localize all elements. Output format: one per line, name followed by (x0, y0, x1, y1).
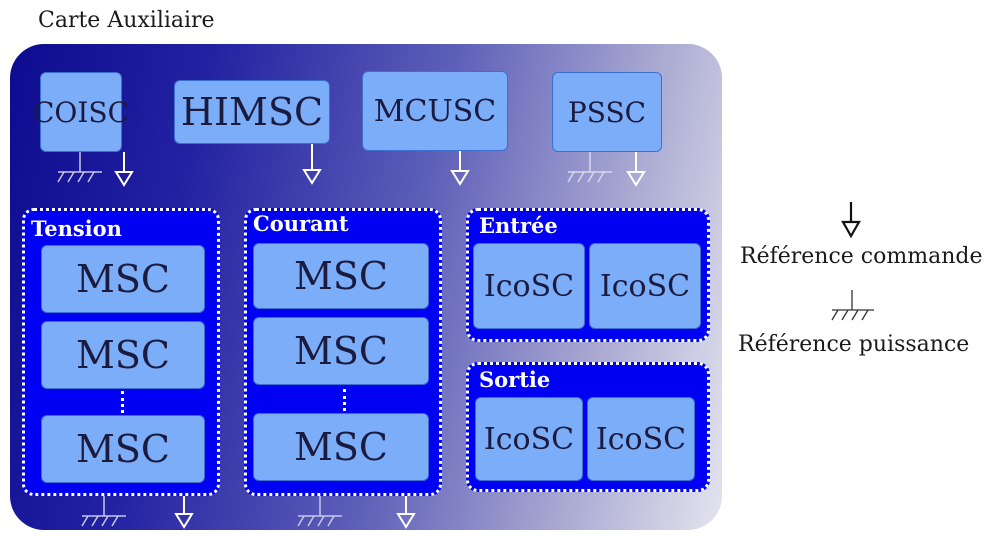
courant-msc-1: MSC (253, 243, 429, 309)
entree-group: Entrée IcoSC IcoSC (466, 208, 710, 342)
himsc-module: HIMSC (174, 80, 330, 144)
pssc-command-ground-icon (626, 152, 646, 187)
himsc-command-ground-icon (302, 144, 322, 185)
courant-command-ground-icon (396, 496, 416, 529)
sortie-group: Sortie IcoSC IcoSC (466, 362, 710, 492)
courant-ellipsis (343, 389, 346, 411)
board-title: Carte Auxiliaire (38, 8, 215, 33)
power-reference-label: Référence puissance (738, 332, 970, 357)
tension-group: Tension MSC MSC MSC (22, 208, 220, 496)
sortie-group-label: Sortie (479, 367, 551, 392)
tension-msc-2: MSC (41, 321, 205, 389)
tension-group-label: Tension (31, 216, 122, 241)
pssc-module: PSSC (552, 72, 662, 152)
courant-group: Courant MSC MSC MSC (244, 208, 442, 496)
pssc-power-ground-icon (567, 152, 612, 183)
sortie-icosc-2: IcoSC (587, 397, 695, 481)
entree-icosc-2: IcoSC (589, 243, 701, 329)
entree-icosc-1: IcoSC (473, 243, 585, 329)
courant-msc-2: MSC (253, 317, 429, 385)
tension-ellipsis (121, 391, 124, 413)
mcusc-command-ground-icon (450, 151, 470, 186)
command-reference-icon (841, 202, 861, 239)
courant-group-label: Courant (253, 211, 349, 236)
entree-group-label: Entrée (479, 213, 558, 238)
tension-msc-3: MSC (41, 415, 205, 483)
coisc-command-ground-icon (114, 152, 134, 187)
coisc-module: COISC (33, 72, 129, 152)
tension-command-ground-icon (174, 496, 194, 529)
command-reference-label: Référence commande (740, 244, 983, 269)
tension-power-ground-icon (81, 496, 126, 527)
mcusc-module: MCUSC (362, 71, 508, 151)
sortie-icosc-1: IcoSC (475, 397, 583, 481)
coisc-power-ground-icon (57, 152, 102, 183)
auxiliary-board: COISC HIMSC MCUSC PSSC Tension MSC MSC M… (10, 44, 722, 530)
courant-msc-3: MSC (253, 413, 429, 481)
power-reference-icon (831, 290, 874, 321)
tension-msc-1: MSC (41, 245, 205, 313)
courant-power-ground-icon (297, 496, 342, 527)
